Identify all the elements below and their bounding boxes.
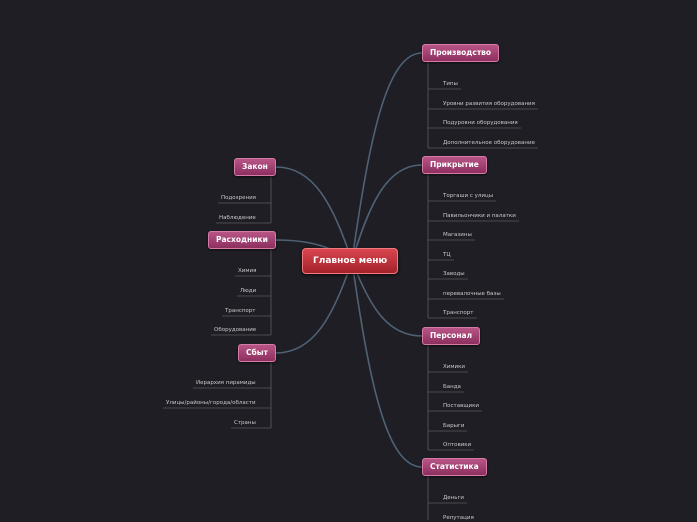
branch-node-cover[interactable]: Прикрытие — [422, 156, 487, 174]
leaf-production-1[interactable]: Уровни развития оборудования — [443, 101, 535, 107]
leaf-expenses-0[interactable]: Химия — [238, 268, 257, 274]
leaf-expenses-3[interactable]: Оборудование — [214, 327, 257, 333]
leaf-staff-0[interactable]: Химики — [443, 364, 465, 370]
leaf-sales-1[interactable]: Улицы/районы/города/области — [166, 400, 256, 406]
leaf-cover-2[interactable]: Магазины — [443, 232, 472, 238]
leaf-cover-6[interactable]: Транспорт — [443, 310, 474, 316]
connector-stats — [351, 260, 423, 468]
branch-node-sales[interactable]: Сбыт — [238, 344, 276, 362]
leaf-expenses-2[interactable]: Транспорт — [225, 308, 256, 314]
branch-node-stats[interactable]: Статистика — [422, 458, 487, 476]
root-node[interactable]: Главное меню — [302, 248, 399, 274]
connector-law — [275, 166, 353, 262]
leaf-staff-1[interactable]: Банда — [443, 384, 461, 390]
branch-node-production[interactable]: Производство — [422, 44, 500, 62]
leaf-sales-2[interactable]: Страны — [234, 420, 256, 426]
leaf-cover-0[interactable]: Торгаши с улицы — [443, 193, 494, 199]
connector-sales — [275, 260, 353, 354]
leaf-cover-5[interactable]: перевалочные базы — [443, 291, 501, 297]
connector-staff — [351, 260, 423, 337]
connector-production — [351, 52, 423, 262]
leaf-sales-0[interactable]: Иерархия пирамиды — [196, 380, 256, 386]
branch-node-law[interactable]: Закон — [234, 158, 276, 176]
leaf-expenses-1[interactable]: Люди — [240, 288, 257, 294]
leaf-production-2[interactable]: Подуровни оборудования — [443, 120, 518, 126]
leaf-law-0[interactable]: Подозрения — [221, 195, 256, 201]
leaf-cover-4[interactable]: Заводы — [443, 271, 465, 277]
leaf-cover-1[interactable]: Павильончики и палатки — [443, 213, 516, 219]
leaf-stats-0[interactable]: Деньги — [443, 495, 464, 501]
leaf-cover-3[interactable]: ТЦ — [443, 252, 451, 258]
leaf-staff-3[interactable]: Барыги — [443, 423, 465, 429]
branch-node-expenses[interactable]: Расходники — [208, 231, 276, 249]
leaf-production-0[interactable]: Типы — [443, 81, 458, 87]
leaf-production-3[interactable]: Дополнительное оборудование — [443, 140, 535, 146]
connector-cover — [351, 164, 423, 262]
branch-node-staff[interactable]: Персонал — [422, 327, 481, 345]
leaf-law-1[interactable]: Наблюдение — [219, 215, 256, 221]
leaf-line-layer — [163, 62, 538, 520]
leaf-staff-4[interactable]: Оптовики — [443, 442, 472, 448]
leaf-staff-2[interactable]: Поставщики — [443, 403, 479, 409]
leaf-stats-1[interactable]: Репутация — [443, 515, 474, 521]
